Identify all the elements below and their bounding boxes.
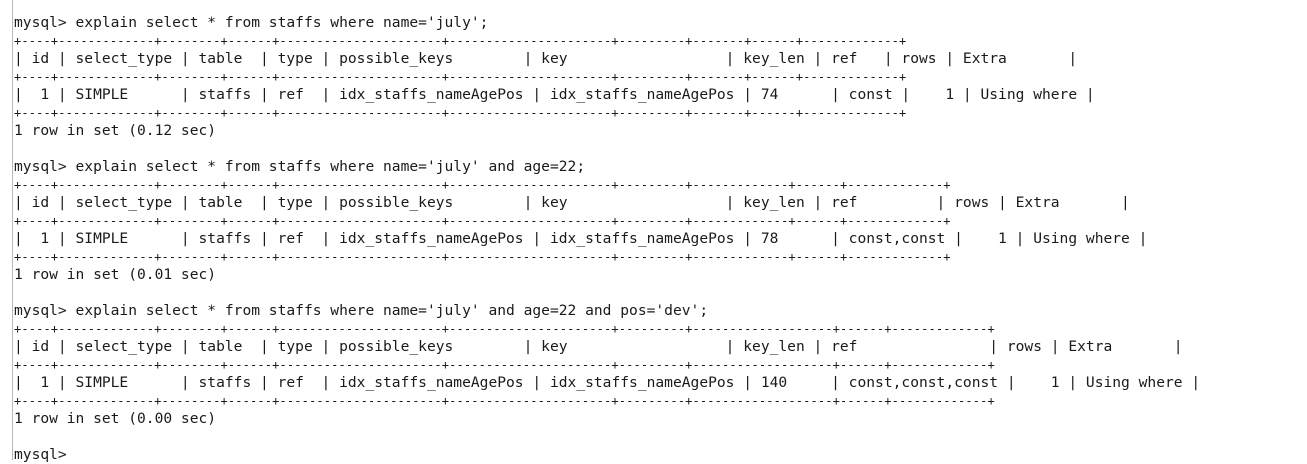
table-separator: +----+-------------+--------+------+----… [14,106,907,120]
result-summary: 1 row in set (0.00 sec) [14,410,217,427]
blank-line [14,284,1200,302]
table-separator: +----+-------------+--------+------+----… [14,70,907,84]
table-row: | 1 | SIMPLE | staffs | ref | idx_staffs… [14,230,1148,247]
result-summary: 1 row in set (0.01 sec) [14,266,217,283]
command-line: mysql> explain select * from staffs wher… [14,14,489,31]
table-separator: +----+-------------+--------+------+----… [14,214,951,228]
blank-line [14,428,1200,446]
mysql-prompt[interactable]: mysql> [14,446,67,463]
table-separator: +----+-------------+--------+------+----… [14,34,907,48]
blank-line [14,140,1200,158]
result-summary: 1 row in set (0.12 sec) [14,122,217,139]
table-row: | 1 | SIMPLE | staffs | ref | idx_staffs… [14,86,1095,103]
table-separator: +----+-------------+--------+------+----… [14,358,995,372]
table-separator: +----+-------------+--------+------+----… [14,322,995,336]
terminal-output[interactable]: mysql> explain select * from staffs wher… [14,14,1200,464]
command-line: mysql> explain select * from staffs wher… [14,158,586,175]
table-separator: +----+-------------+--------+------+----… [14,394,995,408]
table-separator: +----+-------------+--------+------+----… [14,178,951,192]
table-row: | 1 | SIMPLE | staffs | ref | idx_staffs… [14,374,1201,391]
table-header-row: | id | select_type | table | type | poss… [14,338,1183,355]
table-header-row: | id | select_type | table | type | poss… [14,50,1078,67]
table-separator: +----+-------------+--------+------+----… [14,250,951,264]
terminal-left-border [12,0,13,460]
table-header-row: | id | select_type | table | type | poss… [14,194,1130,211]
command-line: mysql> explain select * from staffs wher… [14,302,709,319]
